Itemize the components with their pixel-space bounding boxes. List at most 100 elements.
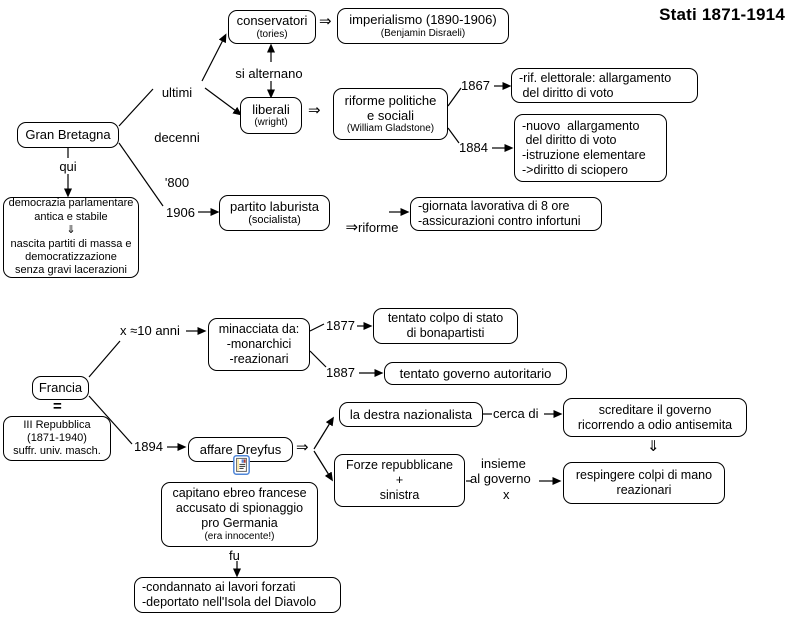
node-rif-elettorale-line2: del diritto di voto <box>519 85 614 100</box>
node-respingere-line2: reazionari <box>616 483 672 497</box>
node-iii-repubblica-line3: suffr. univ. masch. <box>13 444 101 457</box>
node-iii-repubblica-line2: (1871-1940) <box>27 432 87 445</box>
node-partito-laburista-subtitle: (socialista) <box>248 214 301 227</box>
edge-label-ultimi: ultimi <box>161 85 193 100</box>
node-capitano-line2: accusato di spionaggio <box>175 501 304 516</box>
node-democrazia-line1: democrazia parlamentare <box>8 197 134 210</box>
node-democrazia-line6: senza gravi lacerazioni <box>15 264 127 277</box>
node-condannato-line1: -condannato ai lavori forzati <box>142 580 296 595</box>
node-iii-repubblica-line1: III Repubblica <box>23 419 91 432</box>
node-democrazia[interactable]: democrazia parlamentare antica e stabile… <box>3 197 139 278</box>
edge-label-riforme: ⇒riforme <box>331 204 398 252</box>
node-liberali[interactable]: liberali (wright) <box>240 97 302 134</box>
node-riforme-politiche-line1: riforme politiche <box>344 92 437 108</box>
node-tentato-colpo-line1: tentato colpo di stato <box>387 311 504 326</box>
node-condannato[interactable]: -condannato ai lavori forzati -deportato… <box>134 577 341 613</box>
edge-label-cerca-di: cerca di <box>493 406 539 421</box>
edge-label-fu: fu <box>229 548 240 563</box>
node-capitano-subtitle: (era innocente!) <box>204 530 275 542</box>
node-forze-repubblicane[interactable]: Forze repubblicane + sinistra <box>334 454 465 507</box>
node-democrazia-line5: democratizzazione <box>25 250 117 263</box>
node-minacciata-line1: minacciata da: <box>218 322 300 337</box>
node-conservatori-title: conservatori <box>236 13 308 29</box>
double-arrow-right-icon: ⇒ <box>308 102 321 119</box>
edge-label-ultimi-decenni: ultimi decenni '800 <box>148 55 206 220</box>
node-nuovo-allargamento-line3: -istruzione elementare <box>522 148 646 162</box>
node-rif-elettorale-line1: -rif. elettorale: allargamento <box>519 70 672 85</box>
node-partito-laburista-title: partito laburista <box>230 198 319 214</box>
node-imperialismo-subtitle: (Benjamin Disraeli) <box>380 27 466 39</box>
node-affare-dreyfus-label: affare Dreyfus <box>199 441 282 457</box>
node-tentato-governo[interactable]: tentato governo autoritario <box>384 362 567 385</box>
node-la-destra-label: la destra nazionalista <box>349 406 473 422</box>
edge-label-1867: 1867 <box>461 78 490 93</box>
node-riforme-risultati-line1: -giornata lavorativa di 8 ore <box>418 199 570 214</box>
node-democrazia-line2: antica e stabile <box>34 210 108 223</box>
edge-label-1906: 1906 <box>166 205 195 220</box>
edge-label-1877: 1877 <box>326 318 355 333</box>
node-capitano-line3: pro Germania <box>201 515 278 530</box>
double-arrow-down-glyph: ⇓ <box>66 224 76 237</box>
edge-label-insieme: insieme <box>481 456 526 471</box>
node-imperialismo-title: imperialismo (1890-1906) <box>349 12 497 28</box>
node-nuovo-allargamento-line4: ->diritto di sciopero <box>522 162 628 177</box>
edge-label-x: x <box>503 487 510 502</box>
edge-label-1887: 1887 <box>326 365 355 380</box>
node-tentato-colpo[interactable]: tentato colpo di stato di bonapartisti <box>373 308 518 344</box>
node-minacciata[interactable]: minacciata da: -monarchici -reazionari <box>208 318 310 371</box>
node-riforme-politiche-line2: e sociali <box>367 108 414 124</box>
edge-label-decenni: decenni <box>154 130 200 145</box>
node-forze-line1: Forze repubblicane <box>345 458 453 473</box>
node-nuovo-allargamento[interactable]: -nuovo allargamento del diritto di voto … <box>514 114 667 182</box>
node-la-destra[interactable]: la destra nazionalista <box>339 402 483 427</box>
node-minacciata-line2: -monarchici <box>226 337 292 352</box>
double-arrow-right-icon: ⇒ <box>319 13 332 30</box>
edge-label-800: '800 <box>164 175 190 190</box>
node-tentato-colpo-line2: di bonapartisti <box>406 326 485 340</box>
edge-label-si-alternano: si alternano <box>230 66 308 82</box>
node-conservatori-subtitle: (tories) <box>256 28 288 40</box>
node-nuovo-allargamento-line2: del diritto di voto <box>522 133 617 148</box>
note-icon[interactable] <box>233 455 250 475</box>
node-riforme-risultati[interactable]: -giornata lavorativa di 8 ore -assicuraz… <box>410 197 602 231</box>
equals-icon: = <box>53 398 62 415</box>
node-liberali-subtitle: (wright) <box>254 117 288 129</box>
node-capitano-line1: capitano ebreo francese <box>172 486 307 501</box>
page-title: Stati 1871-1914 <box>659 5 785 24</box>
node-nuovo-allargamento-line1: -nuovo allargamento <box>522 118 640 133</box>
double-arrow-right-icon: ⇒ <box>296 439 309 456</box>
node-partito-laburista[interactable]: partito laburista (socialista) <box>219 195 330 231</box>
node-conservatori[interactable]: conservatori (tories) <box>228 10 316 44</box>
node-forze-line2: + <box>395 473 404 488</box>
edge-label-qui: qui <box>55 159 81 175</box>
node-riforme-risultati-line2: -assicurazioni contro infortuni <box>418 214 581 228</box>
edge-label-riforme-text: riforme <box>358 220 399 236</box>
node-respingere[interactable]: respingere colpi di mano reazionari <box>563 462 725 504</box>
edge-label-x-10-anni: x ≈10 anni <box>120 323 180 338</box>
node-gran-bretagna[interactable]: Gran Bretagna <box>17 122 119 148</box>
node-condannato-line2: -deportato nell'Isola del Diavolo <box>142 595 317 609</box>
node-democrazia-line4: nascita partiti di massa e <box>10 237 132 250</box>
node-rif-elettorale[interactable]: -rif. elettorale: allargamento del dirit… <box>511 68 698 103</box>
node-minacciata-line3: -reazionari <box>229 351 289 366</box>
node-francia-label: Francia <box>38 380 83 396</box>
edge-label-1894: 1894 <box>134 439 163 454</box>
node-iii-repubblica[interactable]: III Repubblica (1871-1940) suffr. univ. … <box>3 416 111 461</box>
edges <box>64 33 563 578</box>
node-screditare-line2: ricorrendo a odio antisemita <box>577 417 733 432</box>
node-tentato-governo-label: tentato governo autoritario <box>399 365 552 381</box>
node-francia[interactable]: Francia <box>32 376 89 400</box>
node-screditare-line1: screditare il governo <box>598 402 712 417</box>
node-capitano[interactable]: capitano ebreo francese accusato di spio… <box>161 482 318 547</box>
node-imperialismo[interactable]: imperialismo (1890-1906) (Benjamin Disra… <box>337 8 509 44</box>
node-screditare[interactable]: screditare il governo ricorrendo a odio … <box>563 398 747 437</box>
node-riforme-politiche[interactable]: riforme politiche e sociali (William Gla… <box>333 88 448 140</box>
node-forze-line3: sinistra <box>379 487 420 502</box>
node-respingere-line1: respingere colpi di mano <box>575 468 713 483</box>
node-gran-bretagna-label: Gran Bretagna <box>25 127 111 143</box>
double-arrow-right-icon: ⇒ <box>345 219 359 237</box>
double-arrow-down-icon: ⇓ <box>647 438 660 455</box>
edge-label-al-governo: al governo <box>470 471 531 486</box>
